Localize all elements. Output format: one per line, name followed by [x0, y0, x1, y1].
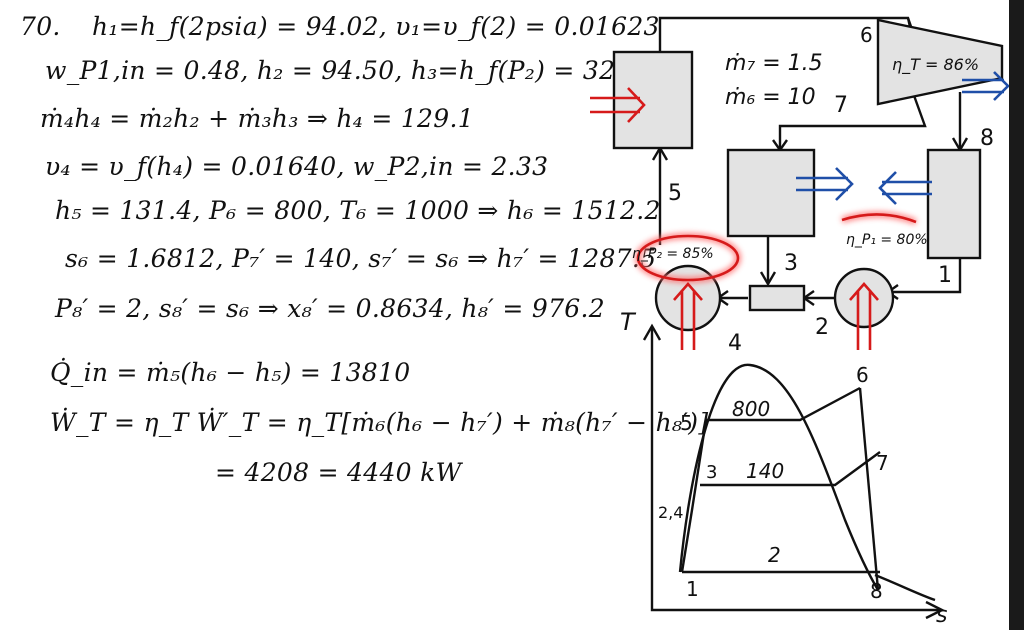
equation-line-5: h₅ = 131.4, P₆ = 800, T₆ = 1000 ⇒ h₆ = 1… [55, 196, 661, 225]
feedwater-heater-box [726, 148, 816, 238]
equation-line-2: w_P1,in = 0.48, h₂ = 94.50, h₃=h_f(P₂) =… [45, 56, 656, 85]
ts-point-1: 1 [686, 577, 699, 601]
condenser-box [926, 148, 982, 260]
equation-line-7: P₈′ = 2, s₈′ = s₆ ⇒ x₈′ = 0.8634, h₈′ = … [55, 294, 605, 323]
pump1-circle [833, 267, 895, 329]
red-arrows [590, 87, 879, 350]
arrow-down-mixer [759, 271, 777, 287]
problem-number: 70. [20, 12, 61, 41]
heater-blue-arrow [796, 167, 854, 201]
equation-line-1: h₁=h_f(2psia) = 94.02, υ₁=υ_f(2) = 0.016… [92, 12, 660, 41]
ts-vapor-tail [874, 573, 936, 602]
pump1-eff-label: η_P₁ = 80% [846, 232, 928, 248]
ts-point-3: 3 [706, 462, 717, 483]
blue-arrows [796, 71, 1009, 205]
state-5-label: 5 [668, 181, 682, 206]
mixing-chamber-box [748, 284, 806, 312]
state-1-label: 1 [938, 263, 952, 288]
state-2-label: 2 [815, 315, 829, 340]
m7-label: ṁ₇ = 1.5 [725, 51, 823, 76]
m6-label: ṁ₆ = 10 [725, 85, 816, 110]
ts-point-5: 5 [680, 411, 693, 435]
pump2-eff-label: η_P₂ = 85% [632, 246, 714, 262]
pump1-work-arrow [849, 282, 879, 350]
state-7-label: 7 [834, 93, 848, 118]
state-4-label: 4 [728, 331, 742, 356]
ts-800-label: 800 [732, 397, 770, 421]
pump2-work-arrow [673, 282, 703, 350]
pipe-boiler-to-turbine [658, 16, 917, 52]
equation-line-4: υ₄ = υ_f(h₄) = 0.01640, w_P2,in = 2.33 [45, 152, 549, 181]
pump2-highlight-ring [636, 234, 740, 282]
ts-axes [650, 328, 940, 612]
state-3-label: 3 [784, 251, 798, 276]
ts-800-line [706, 386, 861, 422]
ts-140-line [700, 451, 881, 487]
turbine-eff-label: η_T = 86% [892, 55, 979, 75]
turbine-work-arrow [962, 71, 1009, 101]
equation-line-10: = 4208 = 4440 kW [215, 458, 462, 487]
ts-s-axis-arrow [925, 600, 945, 620]
ts-point-7: 7 [876, 451, 889, 475]
pipe-turbine-bleed [778, 89, 927, 150]
heat-in-arrow [590, 87, 646, 123]
ts-diagram [642, 323, 945, 620]
equation-line-9: Ẇ_T = η_T Ẇ′_T = η_T[ṁ₆(h₆ − h₇′) + ṁ₈… [50, 408, 709, 437]
condenser-heat-out-arrow [878, 171, 932, 205]
ts-s-axis-label: s [936, 603, 947, 628]
ts-point-2-4: 2,4 [658, 503, 683, 522]
ts-140-label: 140 [746, 459, 784, 483]
ts-compression-line [680, 419, 708, 573]
turbine-shape [876, 18, 1004, 106]
ts-point-8: 8 [870, 579, 883, 603]
ts-expansion-line [858, 387, 880, 591]
pump1-highlight-stroke [841, 213, 917, 224]
pipe-condenser-to-pump1 [888, 258, 962, 294]
boiler-box [612, 50, 694, 150]
ts-t-axis-arrow [642, 323, 662, 341]
state-8-label: 8 [980, 126, 994, 151]
pump2-circle [654, 264, 722, 332]
window-edge [1009, 0, 1024, 630]
ts-2psia-label: 2 [768, 543, 781, 567]
equation-line-6: s₆ = 1.6812, P₇′ = 140, s₇′ = s₆ ⇒ h₇′ =… [65, 244, 657, 273]
state-6-label: 6 [860, 23, 873, 47]
equation-line-3: ṁ₄h₄ = ṁ₂h₂ + ṁ₃h₃ ⇒ h₄ = 129.1 [40, 104, 474, 133]
equation-line-8: Q̇_in = ṁ₅(h₆ − h₅) = 13810 [50, 358, 411, 387]
saturation-dome [678, 363, 880, 591]
ts-point-6: 6 [856, 363, 869, 387]
ts-t-axis-label: T [620, 308, 637, 336]
